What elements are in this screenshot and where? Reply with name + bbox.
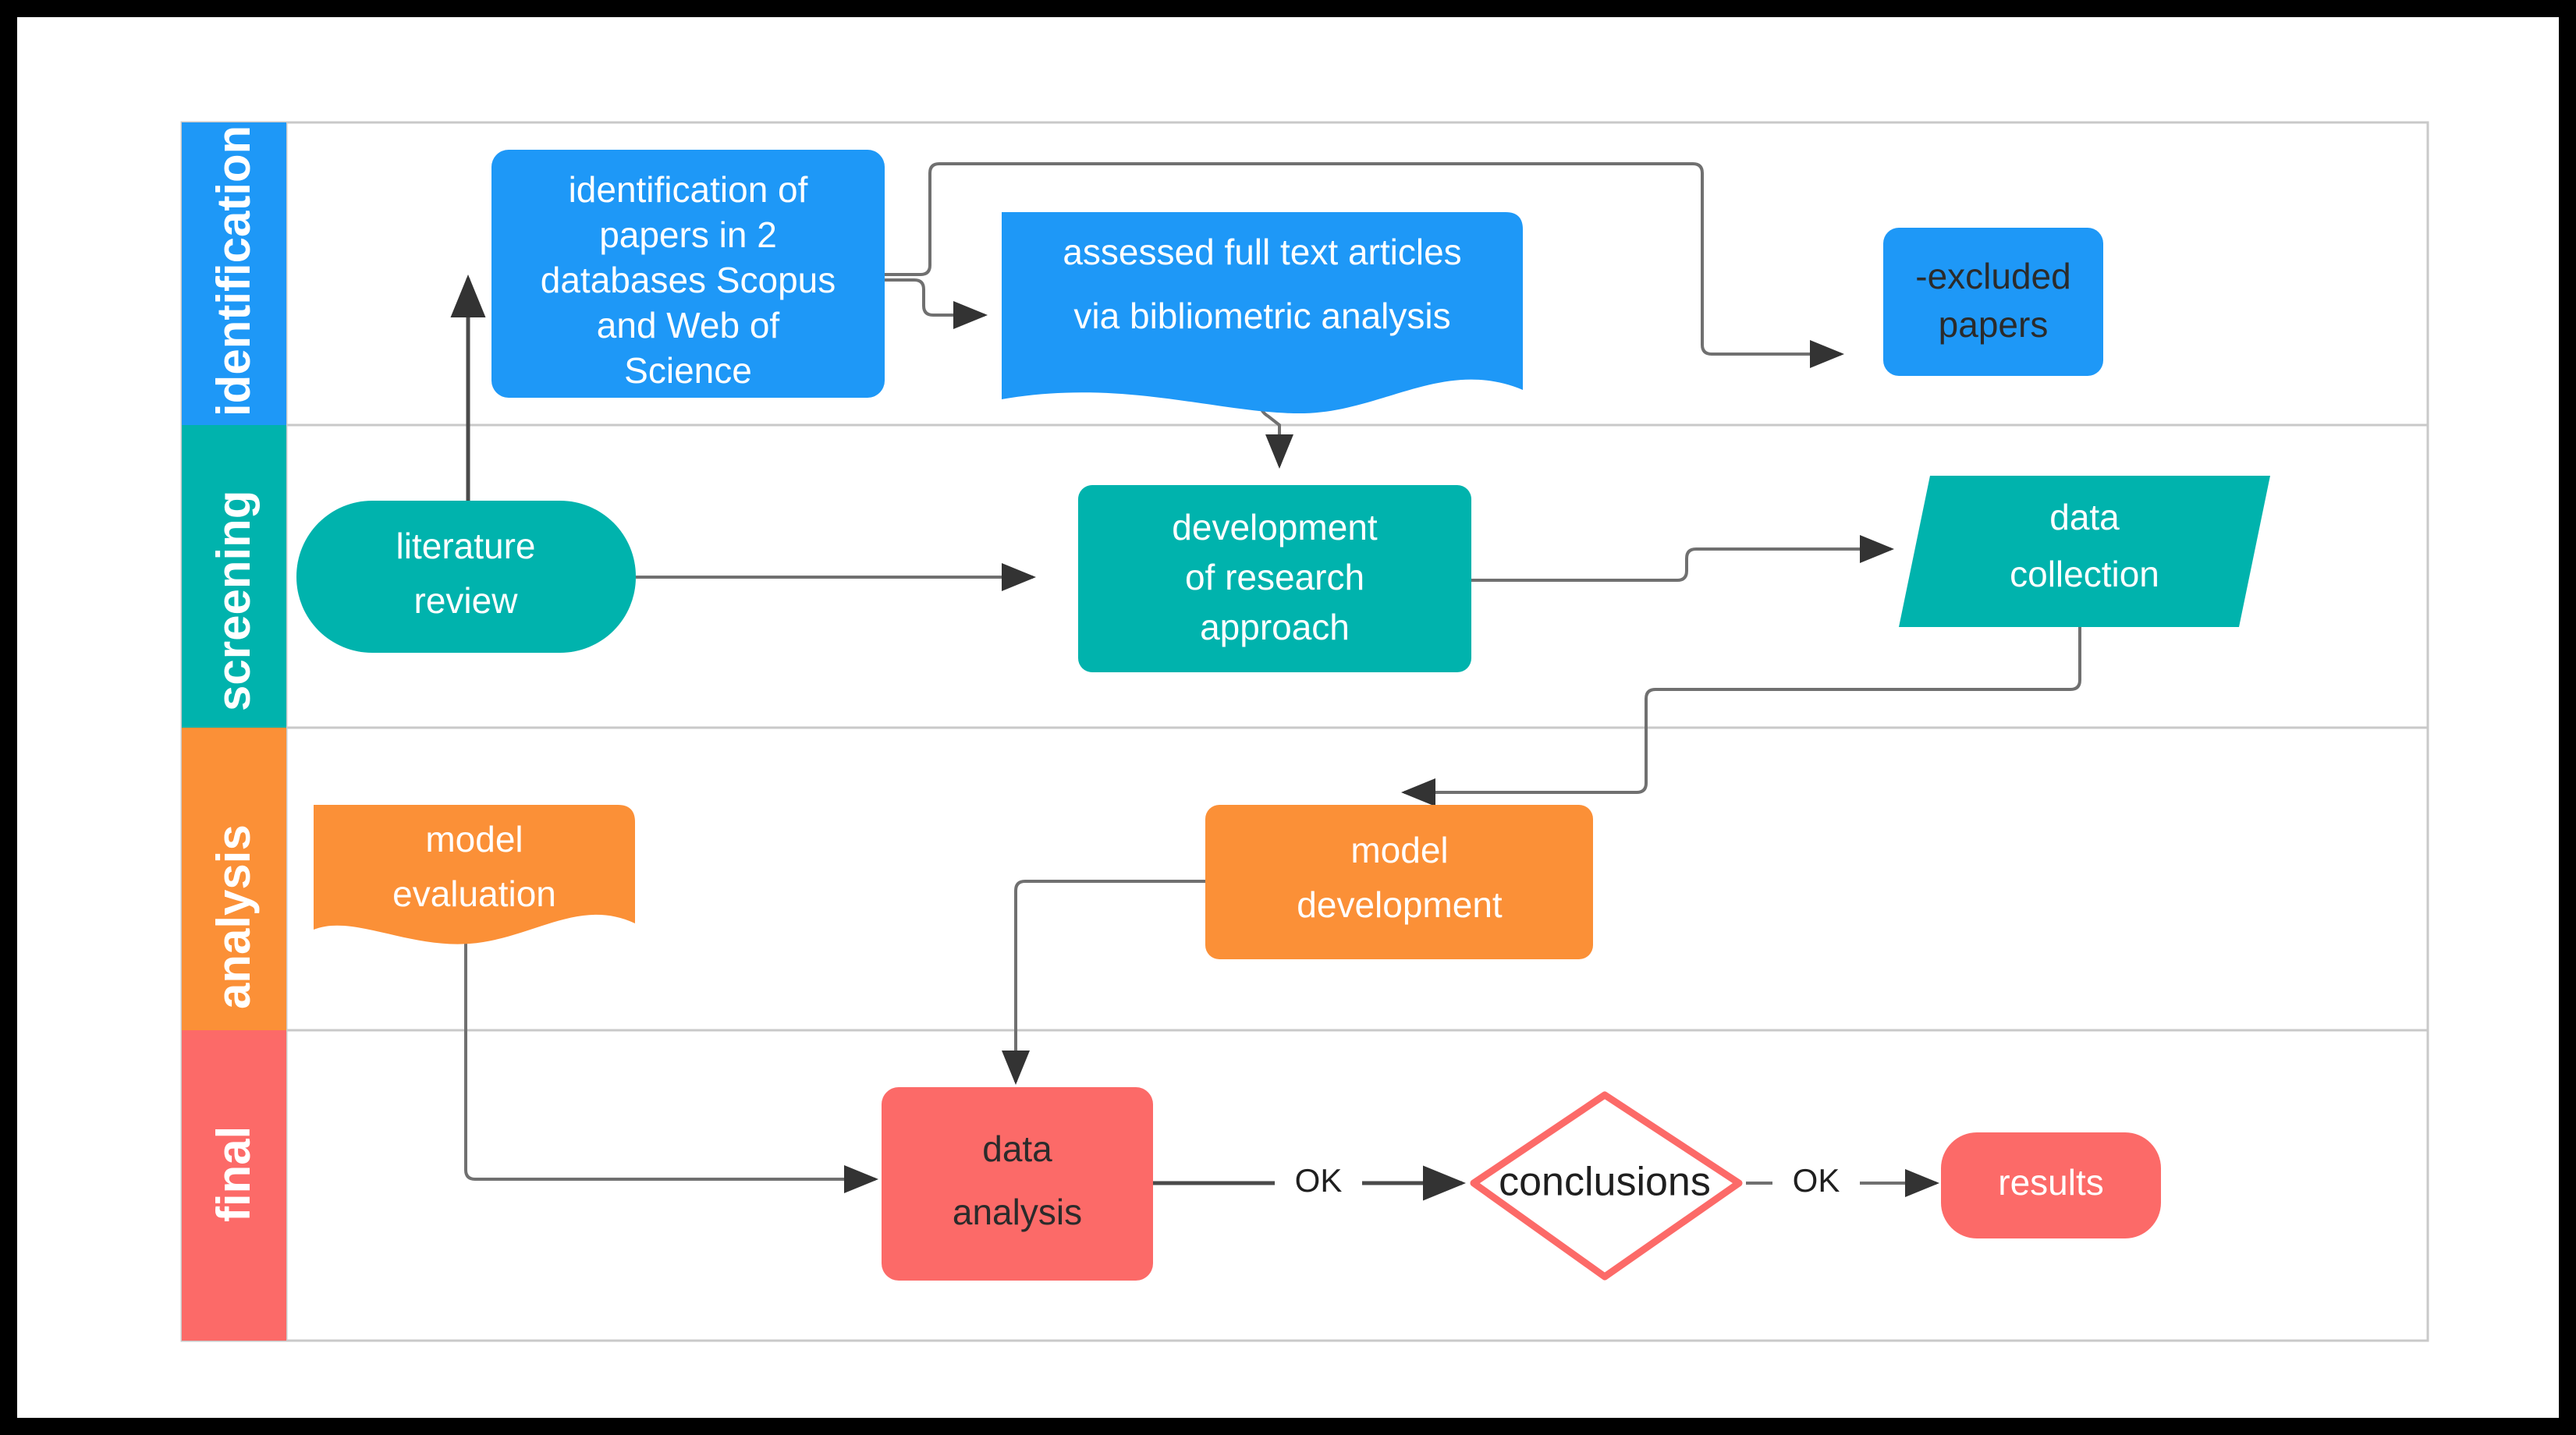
edge-modeldev-to-dataanalysis — [1002, 880, 1205, 1085]
node-development-line-3: approach — [1200, 607, 1350, 647]
lane-label-final: final — [208, 1126, 260, 1222]
node-data-analysis[interactable]: data analysis — [882, 1087, 1153, 1281]
node-data-collection[interactable]: data collection — [1899, 476, 2270, 627]
node-identification-papers-line-2: papers in 2 — [599, 214, 777, 255]
lane-label-screening: screening — [208, 491, 260, 711]
node-model-evaluation-line-2: evaluation — [392, 873, 556, 914]
node-development-research-approach[interactable]: development of research approach — [1078, 485, 1471, 672]
node-assessed-articles[interactable]: assessed full text articles via bibliome… — [1002, 212, 1523, 414]
node-data-collection-line-1: data — [2049, 497, 2120, 537]
edge-identification-to-assessed — [885, 278, 985, 315]
node-model-development[interactable]: model development — [1205, 805, 1593, 959]
node-identification-papers-line-5: Science — [624, 350, 752, 391]
node-model-development-line-2: development — [1297, 884, 1503, 925]
node-development-line-1: development — [1172, 507, 1378, 547]
lane-label-identification: identification — [208, 126, 260, 416]
node-data-analysis-line-1: data — [982, 1129, 1052, 1169]
connectors — [450, 162, 2081, 1201]
node-model-development-line-1: model — [1350, 830, 1448, 870]
lane-header-identification: identification — [182, 122, 286, 425]
node-identification-papers-line-4: and Web of — [597, 305, 780, 345]
node-literature-review-line-2: review — [414, 580, 519, 621]
node-identification-papers[interactable]: identification of papers in 2 databases … — [491, 150, 885, 398]
lane-header-analysis: analysis — [182, 728, 286, 1030]
node-excluded-papers[interactable]: -excluded papers — [1883, 228, 2103, 376]
node-excluded-papers-line-2: papers — [1939, 304, 2049, 345]
node-development-line-2: of research — [1185, 557, 1364, 597]
lane-header-final: final — [182, 1030, 286, 1341]
node-conclusions[interactable]: conclusions — [1470, 1091, 1743, 1281]
edge-collection-to-modeldev — [1401, 625, 2081, 806]
edge-modeleval-to-dataanalysis — [464, 930, 878, 1193]
node-excluded-papers-line-1: -excluded — [1915, 256, 2070, 296]
node-data-collection-line-2: collection — [2010, 554, 2159, 594]
node-assessed-articles-line-1: assessed full text articles — [1063, 232, 1461, 272]
node-model-evaluation-line-1: model — [425, 819, 523, 859]
node-data-analysis-line-2: analysis — [953, 1192, 1082, 1232]
node-literature-review[interactable]: literature review — [296, 501, 636, 653]
lane-label-analysis: analysis — [208, 824, 260, 1009]
flowchart-canvas: identification screening analysis final — [180, 121, 2429, 1342]
edge-label-ok-2: OK — [1793, 1162, 1840, 1199]
node-results-label: results — [1998, 1162, 2103, 1203]
node-assessed-articles-line-2: via bibliometric analysis — [1073, 296, 1450, 336]
edge-identification-to-excluded — [885, 162, 1844, 368]
node-identification-papers-line-3: databases Scopus — [541, 260, 836, 300]
node-results[interactable]: results — [1941, 1132, 2161, 1238]
node-literature-review-line-1: literature — [396, 526, 536, 566]
lane-header-screening: screening — [182, 425, 286, 728]
edge-labels: OK OK — [1275, 1157, 1860, 1207]
node-conclusions-label: conclusions — [1499, 1160, 1711, 1205]
edge-development-to-collection — [1471, 535, 1894, 582]
edge-label-ok-1: OK — [1295, 1162, 1343, 1199]
node-identification-papers-line-1: identification of — [569, 169, 808, 210]
node-model-evaluation[interactable]: model evaluation — [314, 805, 635, 944]
